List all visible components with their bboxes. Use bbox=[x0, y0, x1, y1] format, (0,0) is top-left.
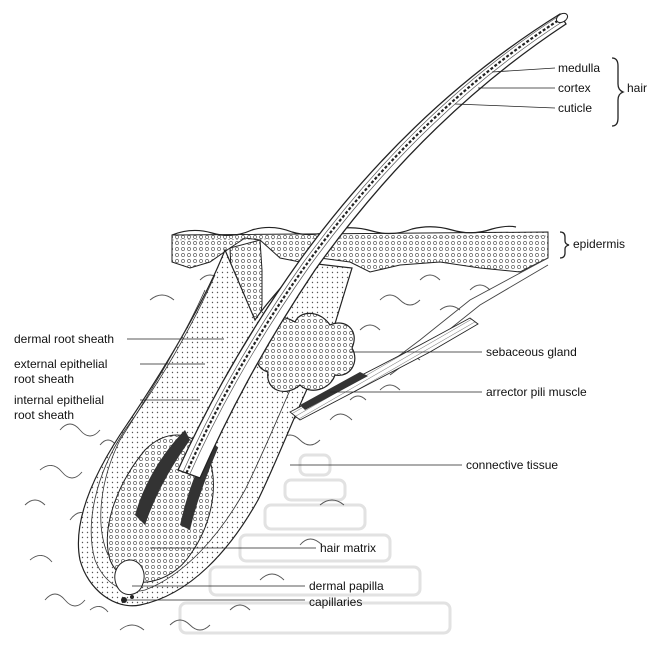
label-epidermis: epidermis bbox=[573, 237, 625, 251]
label-dermal-papilla: dermal papilla bbox=[309, 579, 384, 593]
label-connective-tissue: connective tissue bbox=[466, 458, 558, 472]
label-capillaries: capillaries bbox=[309, 595, 362, 609]
label-hair-matrix: hair matrix bbox=[320, 541, 376, 555]
label-cuticle: cuticle bbox=[558, 101, 592, 115]
label-external-epithelial-2: root sheath bbox=[14, 372, 74, 386]
label-internal-epithelial-2: root sheath bbox=[14, 408, 74, 422]
label-internal-epithelial-1: internal epithelial bbox=[14, 393, 104, 407]
label-hair: hair bbox=[627, 81, 647, 95]
label-external-epithelial-1: external epithelial bbox=[14, 357, 107, 371]
label-sebaceous-gland: sebaceous gland bbox=[486, 345, 577, 359]
label-cortex: cortex bbox=[558, 81, 591, 95]
brace-hair bbox=[612, 58, 623, 126]
label-arrector-pili-muscle: arrector pili muscle bbox=[486, 385, 587, 399]
brace-epidermis bbox=[560, 232, 569, 258]
label-medulla: medulla bbox=[558, 61, 600, 75]
label-dermal-root-sheath: dermal root sheath bbox=[14, 332, 114, 346]
